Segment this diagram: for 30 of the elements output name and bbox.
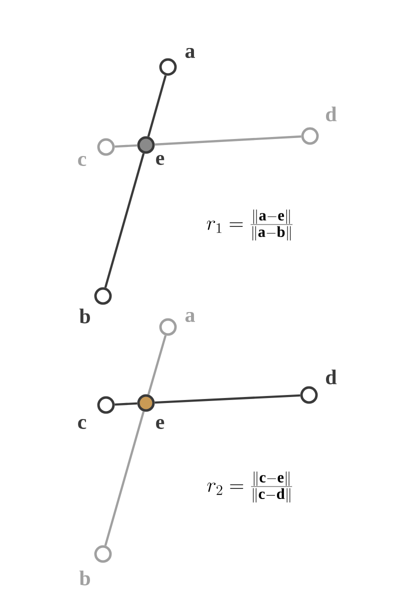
point-circle: [97, 138, 115, 156]
point-label: c: [78, 418, 86, 430]
point-circle: [159, 58, 177, 76]
point-circle: [94, 287, 112, 305]
line-segment: [147, 75, 167, 137]
point-circle: [94, 545, 112, 563]
line-segment: [147, 335, 167, 395]
point-label: a: [185, 48, 195, 58]
point-label: b: [79, 308, 90, 324]
ratio-formula: $r_1 = \frac{\|\mathbf{a}-\mathbf{e}\|}{\|\mathbf{a}-\mathbf{b}\|}$: [206, 210, 292, 240]
line-segment: [104, 411, 145, 546]
point-label: c: [78, 156, 86, 166]
line-segment: [154, 135, 302, 146]
intersection-point: [137, 136, 155, 154]
line-segment: [154, 394, 300, 404]
point-circle: [97, 396, 115, 414]
point-label: b: [79, 570, 90, 586]
line-segment: [114, 402, 138, 406]
point-label: d: [326, 370, 337, 384]
point-label: a: [185, 312, 195, 322]
ratio-formula: $r_2 = \frac{\|\mathbf{c}-\mathbf{e}\|}{\|\mathbf{c}-\mathbf{d}\|}$: [207, 472, 292, 502]
point-circle: [159, 318, 177, 336]
line-segment: [114, 144, 138, 148]
point-label: d: [326, 106, 337, 122]
point-label: e: [156, 418, 164, 430]
intersection-point: [137, 394, 155, 412]
line-segment: [104, 153, 145, 288]
point-circle: [301, 127, 319, 145]
point-circle: [300, 386, 318, 404]
point-label: e: [156, 154, 164, 166]
